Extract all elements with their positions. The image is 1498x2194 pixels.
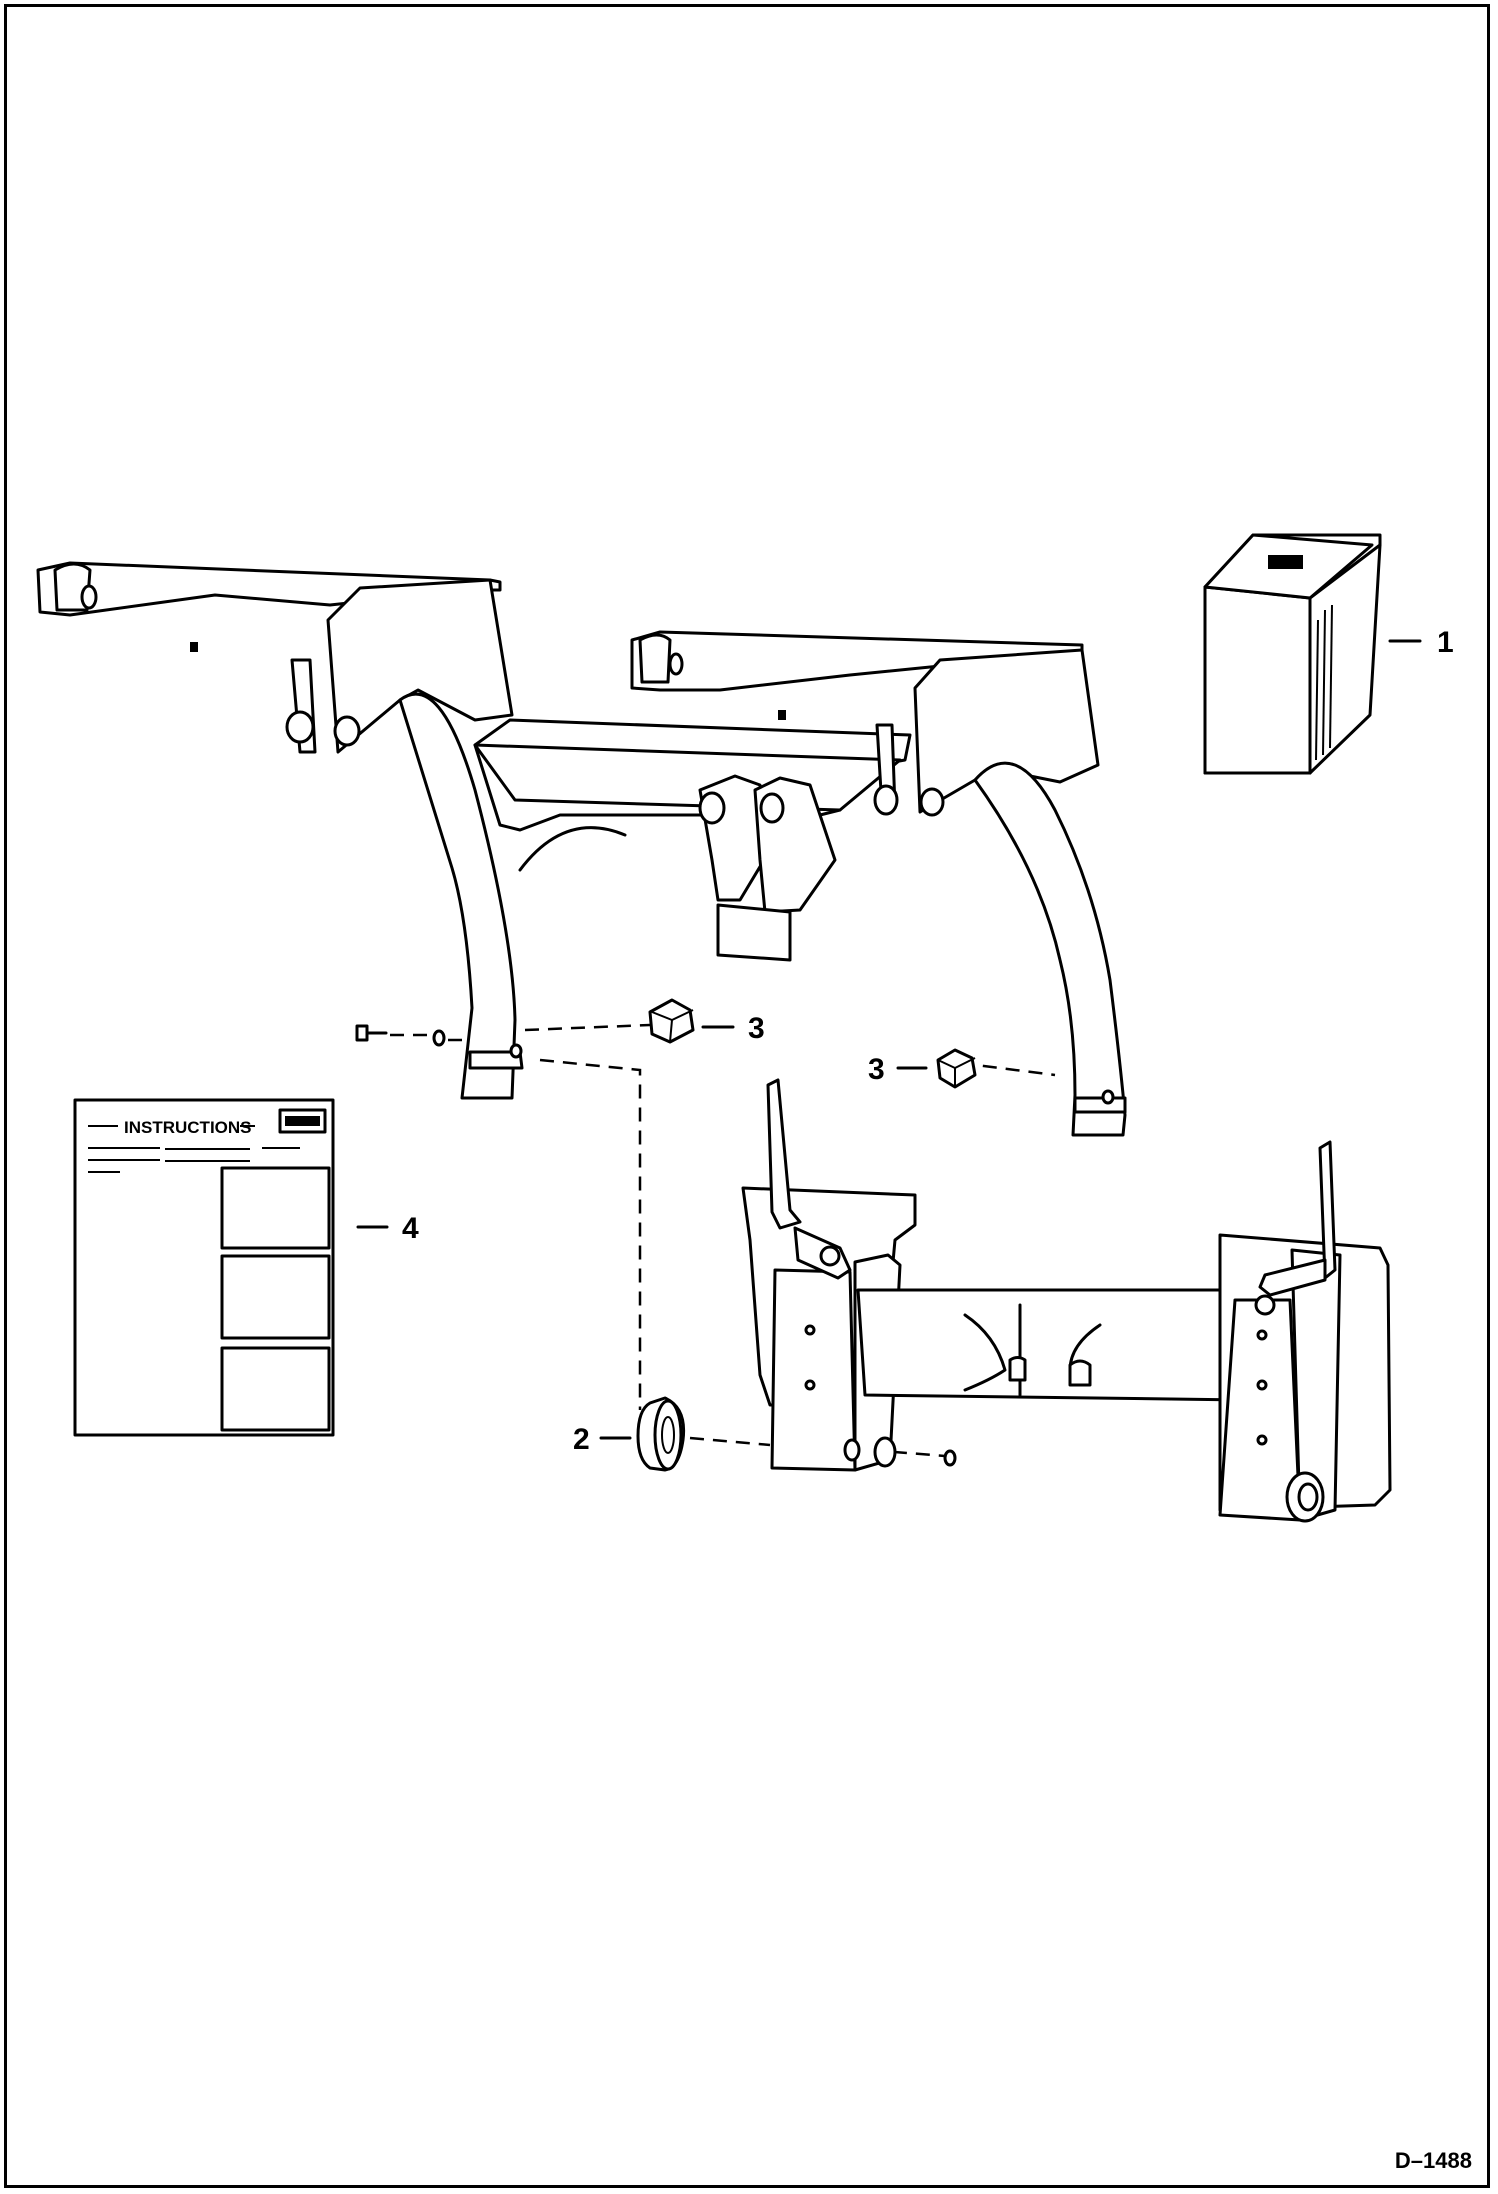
hardware-bolt-and-washer xyxy=(355,1024,446,1047)
callout-3b: 3 xyxy=(868,1053,885,1086)
part-1-box xyxy=(1203,533,1382,775)
instruction-sheet-title: INSTRUCTIONS xyxy=(124,1118,252,1137)
assembly-path xyxy=(689,1436,771,1447)
part-3-nut xyxy=(936,1048,977,1089)
callout-4: 4 xyxy=(402,1212,419,1245)
document-id: D–1488 xyxy=(1394,2148,1472,2173)
assembly-path xyxy=(524,1023,651,1032)
drawing-frame xyxy=(4,4,1490,2188)
part-2-bushing xyxy=(636,1396,686,1472)
quick-attach-plate xyxy=(741,1078,1392,1523)
part-4-instruction-sheet: INSTRUCTIONS xyxy=(73,1098,335,1437)
callout-2: 2 xyxy=(573,1423,590,1456)
assembly-path xyxy=(959,1061,1056,1077)
callout-3a: 3 xyxy=(748,1012,765,1045)
callout-1: 1 xyxy=(1437,626,1454,659)
assembly-path xyxy=(539,1058,642,1410)
part-3-nut xyxy=(648,998,695,1044)
mounting-frame xyxy=(36,561,1127,1137)
